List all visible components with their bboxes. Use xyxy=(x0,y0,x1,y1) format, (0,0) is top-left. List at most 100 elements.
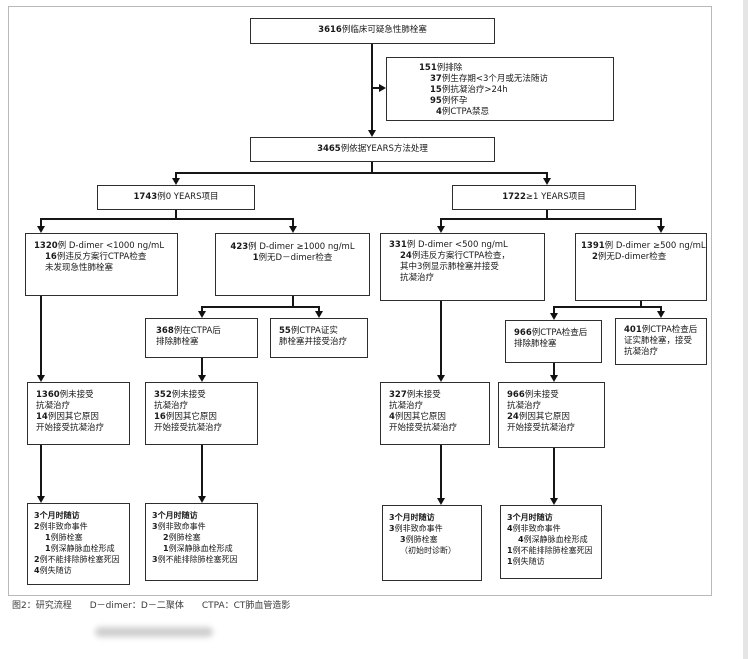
case-count: 3 xyxy=(389,524,395,533)
text-line: 966例未接受 xyxy=(507,390,559,400)
connector xyxy=(40,218,293,220)
node-years-managed: 3465例依据YEARS方法处理 xyxy=(250,137,495,162)
text-line: 3例非致命事件 xyxy=(389,524,443,533)
connector xyxy=(40,218,42,227)
text-line: 3例不能排除肺栓塞死因 xyxy=(152,555,238,564)
case-count: 423 xyxy=(230,242,249,252)
text-line: 1722≥1 YEARS项目 xyxy=(502,192,586,202)
arrowhead-down xyxy=(37,226,45,233)
case-count: 4 xyxy=(507,524,513,533)
text-line: 肺栓塞并接受治疗 xyxy=(279,337,348,347)
text-line: 开始接受抗凝治疗 xyxy=(389,423,458,433)
arrowhead-down xyxy=(289,226,297,233)
arrowhead-right xyxy=(379,84,386,92)
arrowhead-down xyxy=(550,313,558,320)
connector xyxy=(660,306,662,311)
case-count: 37 xyxy=(430,74,442,84)
case-count: 1 xyxy=(252,253,259,263)
arrowhead-down xyxy=(550,375,558,382)
text-line: 其中3例显示肺栓塞并接受 xyxy=(400,262,499,272)
node-suspected-pe: 3616例临床可疑急性肺栓塞 xyxy=(250,18,495,44)
case-count: 2 xyxy=(34,522,40,531)
case-count: 1722 xyxy=(502,192,526,202)
connector xyxy=(201,358,203,375)
text-line: 证实肺栓塞，接受 xyxy=(624,336,693,346)
case-count: 1 xyxy=(163,544,169,553)
case-count: 1743 xyxy=(133,192,158,202)
connector xyxy=(440,445,442,498)
text-line: 1360例未接受 xyxy=(36,390,94,400)
text-line: 3465例依据YEARS方法处理 xyxy=(317,144,428,154)
text-line: 1743例0 YEARS项目 xyxy=(133,192,219,202)
arrowhead-down xyxy=(315,311,323,318)
text-line: 未发现急性肺栓塞 xyxy=(45,263,114,273)
arrowhead-down xyxy=(543,178,551,185)
text-line: 24例因其它原因 xyxy=(507,412,570,422)
connector xyxy=(371,162,373,173)
text-line: 401例CTPA检查后 xyxy=(624,325,698,335)
arrowhead-down xyxy=(657,311,665,318)
text-line: 55例CTPA证实 xyxy=(279,326,338,336)
connector xyxy=(660,218,662,227)
page-edge-shadow xyxy=(743,0,748,659)
case-count: 3 xyxy=(152,555,158,564)
connector xyxy=(440,218,442,227)
text-line: 抗凝治疗 xyxy=(624,347,659,357)
text-line: 16例违反方案行CTPA检查 xyxy=(45,252,147,262)
text-line: 4例非致命事件 xyxy=(507,524,561,533)
case-count: 352 xyxy=(154,390,172,400)
connector xyxy=(553,306,661,308)
connector xyxy=(553,363,555,375)
case-count: 95 xyxy=(430,96,442,106)
case-count: 966 xyxy=(507,390,525,400)
connector xyxy=(546,210,548,218)
case-count: 327 xyxy=(389,390,407,400)
connector xyxy=(201,306,203,311)
case-count: 3 xyxy=(400,535,406,544)
text-line: 331例 D-dimer <500 ng/mL xyxy=(389,240,508,250)
figure-caption: 图2：研究流程 D－dimer：D－二聚体 CTPA：CT肺血管造影 xyxy=(12,598,290,611)
case-count: 3616 xyxy=(318,25,342,35)
text-line: 开始接受抗凝治疗 xyxy=(154,423,223,433)
text-line: 1例无D－dimer检查 xyxy=(252,253,333,263)
text-line: 1例深静脉血栓形成 xyxy=(45,544,115,553)
arrowhead-down xyxy=(198,311,206,318)
arrowhead-down xyxy=(37,496,45,503)
text-line: 24例违反方案行CTPA检查， xyxy=(400,251,510,261)
text-line: 1例失随访 xyxy=(507,557,545,566)
case-count: 4 xyxy=(518,535,524,544)
node-ctpa-excluded-1391: 966例CTPA检查后排除肺栓塞 xyxy=(505,320,602,363)
text-line: 1例肺栓塞 xyxy=(45,533,83,542)
case-count: 966 xyxy=(514,328,532,338)
text-line: 327例未接受 xyxy=(389,390,441,400)
text-line: 3个月时随访 xyxy=(389,513,435,522)
text-line: 4例因其它原因 xyxy=(389,412,446,422)
text-line: 352例未接受 xyxy=(154,390,206,400)
case-count: 1 xyxy=(45,533,51,542)
text-line: 966例CTPA检查后 xyxy=(514,328,588,338)
text-line: 2例肺栓塞 xyxy=(163,533,201,542)
text-line: 2例不能排除肺栓塞死因 xyxy=(34,555,120,564)
text-line: 3个月时随访 xyxy=(507,513,553,522)
connector xyxy=(553,306,555,313)
arrowhead-down xyxy=(198,375,206,382)
case-count: 1 xyxy=(507,557,513,566)
connector xyxy=(175,210,177,218)
case-count: 368 xyxy=(156,326,174,336)
text-line: 排除肺栓塞 xyxy=(156,337,199,347)
text-line: 4例深静脉血栓形成 xyxy=(518,535,588,544)
arrowhead-down xyxy=(657,226,665,233)
text-line: 2例无D-dimer检查 xyxy=(592,252,667,262)
connector xyxy=(440,218,661,220)
arrowhead-down xyxy=(172,178,180,185)
connector xyxy=(318,306,320,311)
